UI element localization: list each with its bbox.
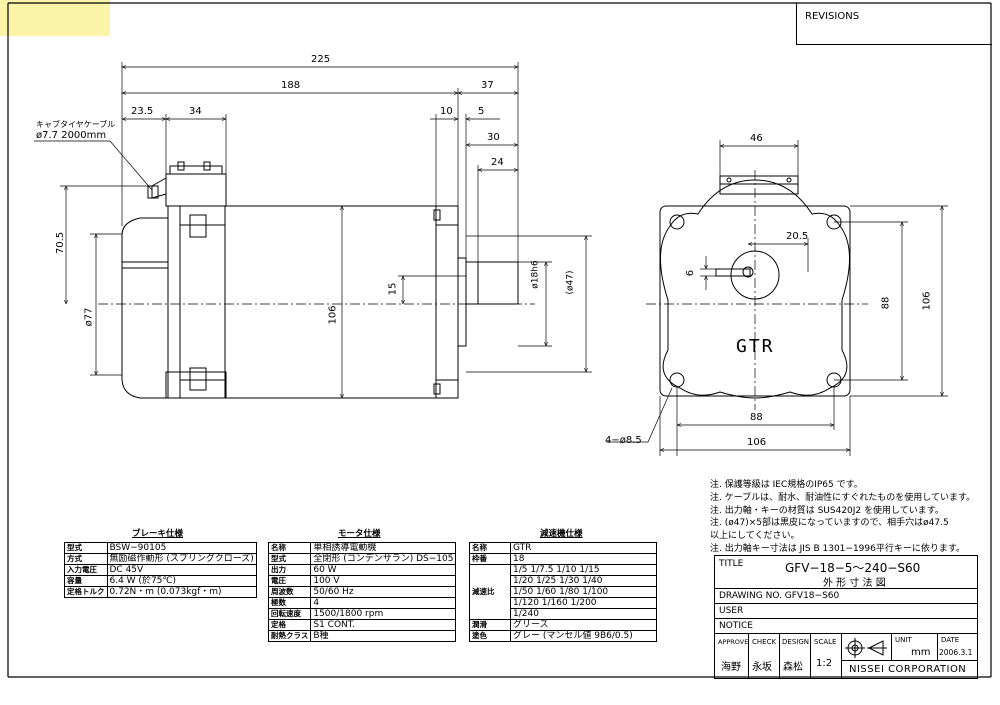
date-value: 2006.3.1 xyxy=(939,648,973,657)
approver-name: 海野 xyxy=(721,662,741,673)
approve-label: APPROVE xyxy=(718,638,749,646)
table-row: 潤滑グリース xyxy=(469,619,657,631)
dim-23-5: 23.5 xyxy=(131,106,154,117)
dim-20-5: 20.5 xyxy=(786,231,809,242)
note-line: 注. 出力軸・キーの材質は SUS420J2 を使用しています。 xyxy=(710,505,944,516)
table-row: 型式全閉形 (コンデンサラン) DS−105 xyxy=(267,553,457,565)
dim-88-horizontal: 88 xyxy=(750,412,763,423)
drawing-number: DRAWING NO. GFV18−S60 xyxy=(719,591,840,601)
dim-37: 37 xyxy=(481,80,494,91)
design-label: DESIGN xyxy=(782,638,809,646)
check-label: CHECK xyxy=(752,638,777,646)
drawing-title: GFV−18−5〜240−S60 xyxy=(785,561,921,575)
approval-row: APPROVE CHECK DESIGN SCALE 海野 永坂 森松 1:2 … xyxy=(715,634,977,678)
dim-shaft-d18: ø18h6 xyxy=(530,260,541,289)
designer-name: 森松 xyxy=(783,662,803,673)
note-line: 以上にしてください。 xyxy=(710,531,800,542)
note-line: 注. ケーブルは、耐水、耐油性にすぐれたものを使用しています。 xyxy=(710,492,976,503)
dim-6: 6 xyxy=(685,269,697,277)
dim-225: 225 xyxy=(311,54,331,65)
date-label: DATE xyxy=(941,636,960,644)
table-row: 方式無励磁作動形 (スプリングクローズ) xyxy=(64,553,257,565)
gearhead-mark: GTR xyxy=(736,336,775,357)
third-angle-projection-icon xyxy=(845,638,887,658)
note-line: 注. (ø47)×5部は黒皮になっていますので、相手穴はø47.5 xyxy=(710,518,949,529)
motor-caption: モータ仕様 xyxy=(338,529,381,539)
title-block: TITLE GFV−18−5〜240−S60 外 形 寸 法 図 DRAWING… xyxy=(714,555,978,679)
dim-mounting-holes: 4−ø8.5 xyxy=(605,435,642,446)
highlight-marker xyxy=(0,0,110,36)
user-label: USER xyxy=(719,606,744,616)
scale-label: SCALE xyxy=(814,638,837,646)
dim-34: 34 xyxy=(189,106,202,117)
dim-30: 30 xyxy=(487,132,500,143)
dim-188: 188 xyxy=(281,80,301,91)
dim-106-horizontal: 106 xyxy=(747,437,767,448)
dim-106-vertical: 106 xyxy=(921,291,933,311)
revisions-box: REVISIONS xyxy=(796,3,992,45)
notice-label: NOTICE xyxy=(719,621,753,631)
unit-value: mm xyxy=(911,647,931,658)
cable-label: キャブタイヤケーブル xyxy=(36,120,116,129)
company-name: NISSEI CORPORATION xyxy=(849,664,967,675)
dim-5: 5 xyxy=(478,106,485,117)
title-label: TITLE xyxy=(719,559,744,569)
note-line: 注. 保護等級は IEC規格のIP65 です。 xyxy=(710,480,863,490)
dim-d47: (ø47) xyxy=(565,270,576,295)
dim-46: 46 xyxy=(750,133,763,144)
checker-name: 永坂 xyxy=(752,662,772,673)
note-line: 注. 出力軸キー寸法は JIS B 1301−1996平行キーに依ります。 xyxy=(710,543,965,554)
side-view xyxy=(121,161,519,399)
dim-d77: ø77 xyxy=(83,307,95,327)
dim-70-5: 70.5 xyxy=(55,231,67,255)
scale-value: 1:2 xyxy=(816,658,833,669)
dim-106-side: 106 xyxy=(327,305,339,325)
dim-24: 24 xyxy=(491,157,504,168)
drawing-subtitle: 外 形 寸 法 図 xyxy=(823,578,886,589)
cable-spec: ø7.7 2000mm xyxy=(36,130,107,141)
table-row: 名称単相誘導電動機 xyxy=(267,542,457,554)
notes: 注. 保護等級は IEC規格のIP65 です。 注. ケーブルは、耐水、耐油性に… xyxy=(710,479,975,556)
reducer-caption: 減速機仕様 xyxy=(540,529,583,539)
unit-label: UNIT xyxy=(895,636,912,644)
dim-15: 15 xyxy=(387,282,399,296)
table-row: 塗色グレー (マンセル値 9B6/0.5) xyxy=(469,630,657,642)
brake-caption: ブレーキ仕様 xyxy=(132,529,184,539)
revisions-label: REVISIONS xyxy=(805,11,860,22)
dim-88-vertical: 88 xyxy=(880,296,892,310)
dim-10: 10 xyxy=(440,106,453,117)
